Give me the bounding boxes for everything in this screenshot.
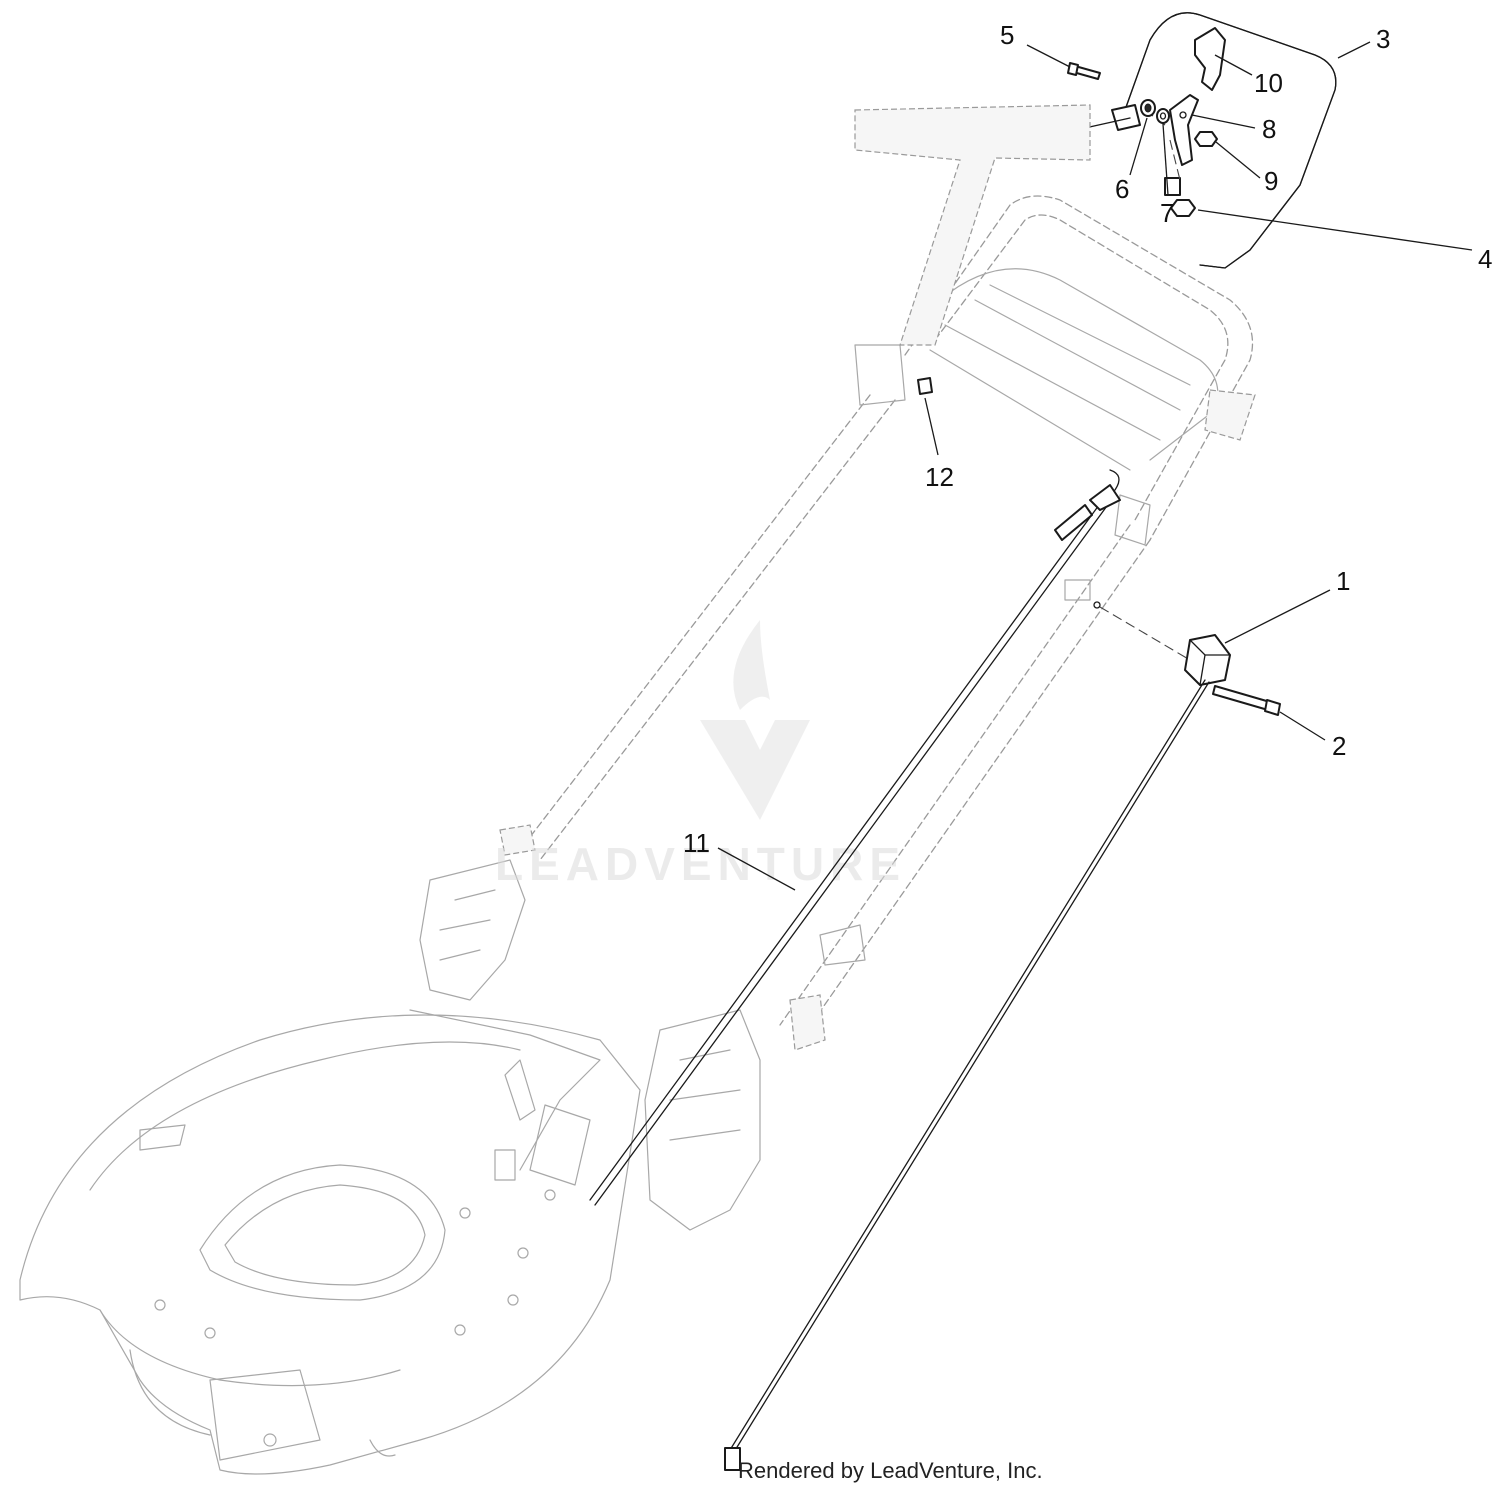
part-8-lever xyxy=(1169,94,1199,166)
callout-9: 9 xyxy=(1264,166,1278,196)
part-1-control-box xyxy=(724,601,1231,1471)
callout-4: 4 xyxy=(1478,244,1492,274)
part-12-plug xyxy=(917,377,933,395)
handle-panel-ghost xyxy=(854,104,1091,346)
callout-3: 3 xyxy=(1376,24,1390,54)
callout-8: 8 xyxy=(1262,114,1276,144)
callout-10: 10 xyxy=(1254,68,1283,98)
callout-7: 7 xyxy=(1160,198,1174,228)
callout-6: 6 xyxy=(1115,174,1129,204)
part-4-nut xyxy=(1170,199,1196,217)
render-credit: Rendered by LeadVenture, Inc. xyxy=(738,1458,1043,1483)
part-6-washer xyxy=(1140,99,1156,117)
part-9-nut xyxy=(1194,131,1218,147)
mower-ghost-outline xyxy=(19,195,1256,1475)
part-5-screw xyxy=(1067,62,1101,80)
callout-11: 11 xyxy=(683,828,710,858)
leader-lines xyxy=(717,41,1473,891)
callout-labels: 1 2 3 4 5 6 7 8 9 10 11 12 xyxy=(683,20,1492,858)
part-2-bolt xyxy=(1212,685,1281,716)
callout-12: 12 xyxy=(925,462,954,492)
callout-1: 1 xyxy=(1336,566,1350,596)
part-3-bail-handle xyxy=(1084,12,1337,269)
callout-2: 2 xyxy=(1332,731,1346,761)
part-7-spacer xyxy=(1156,108,1170,124)
part-10-cover xyxy=(1194,27,1226,91)
part-11-cable xyxy=(589,469,1121,1206)
callout-5: 5 xyxy=(1000,20,1014,50)
